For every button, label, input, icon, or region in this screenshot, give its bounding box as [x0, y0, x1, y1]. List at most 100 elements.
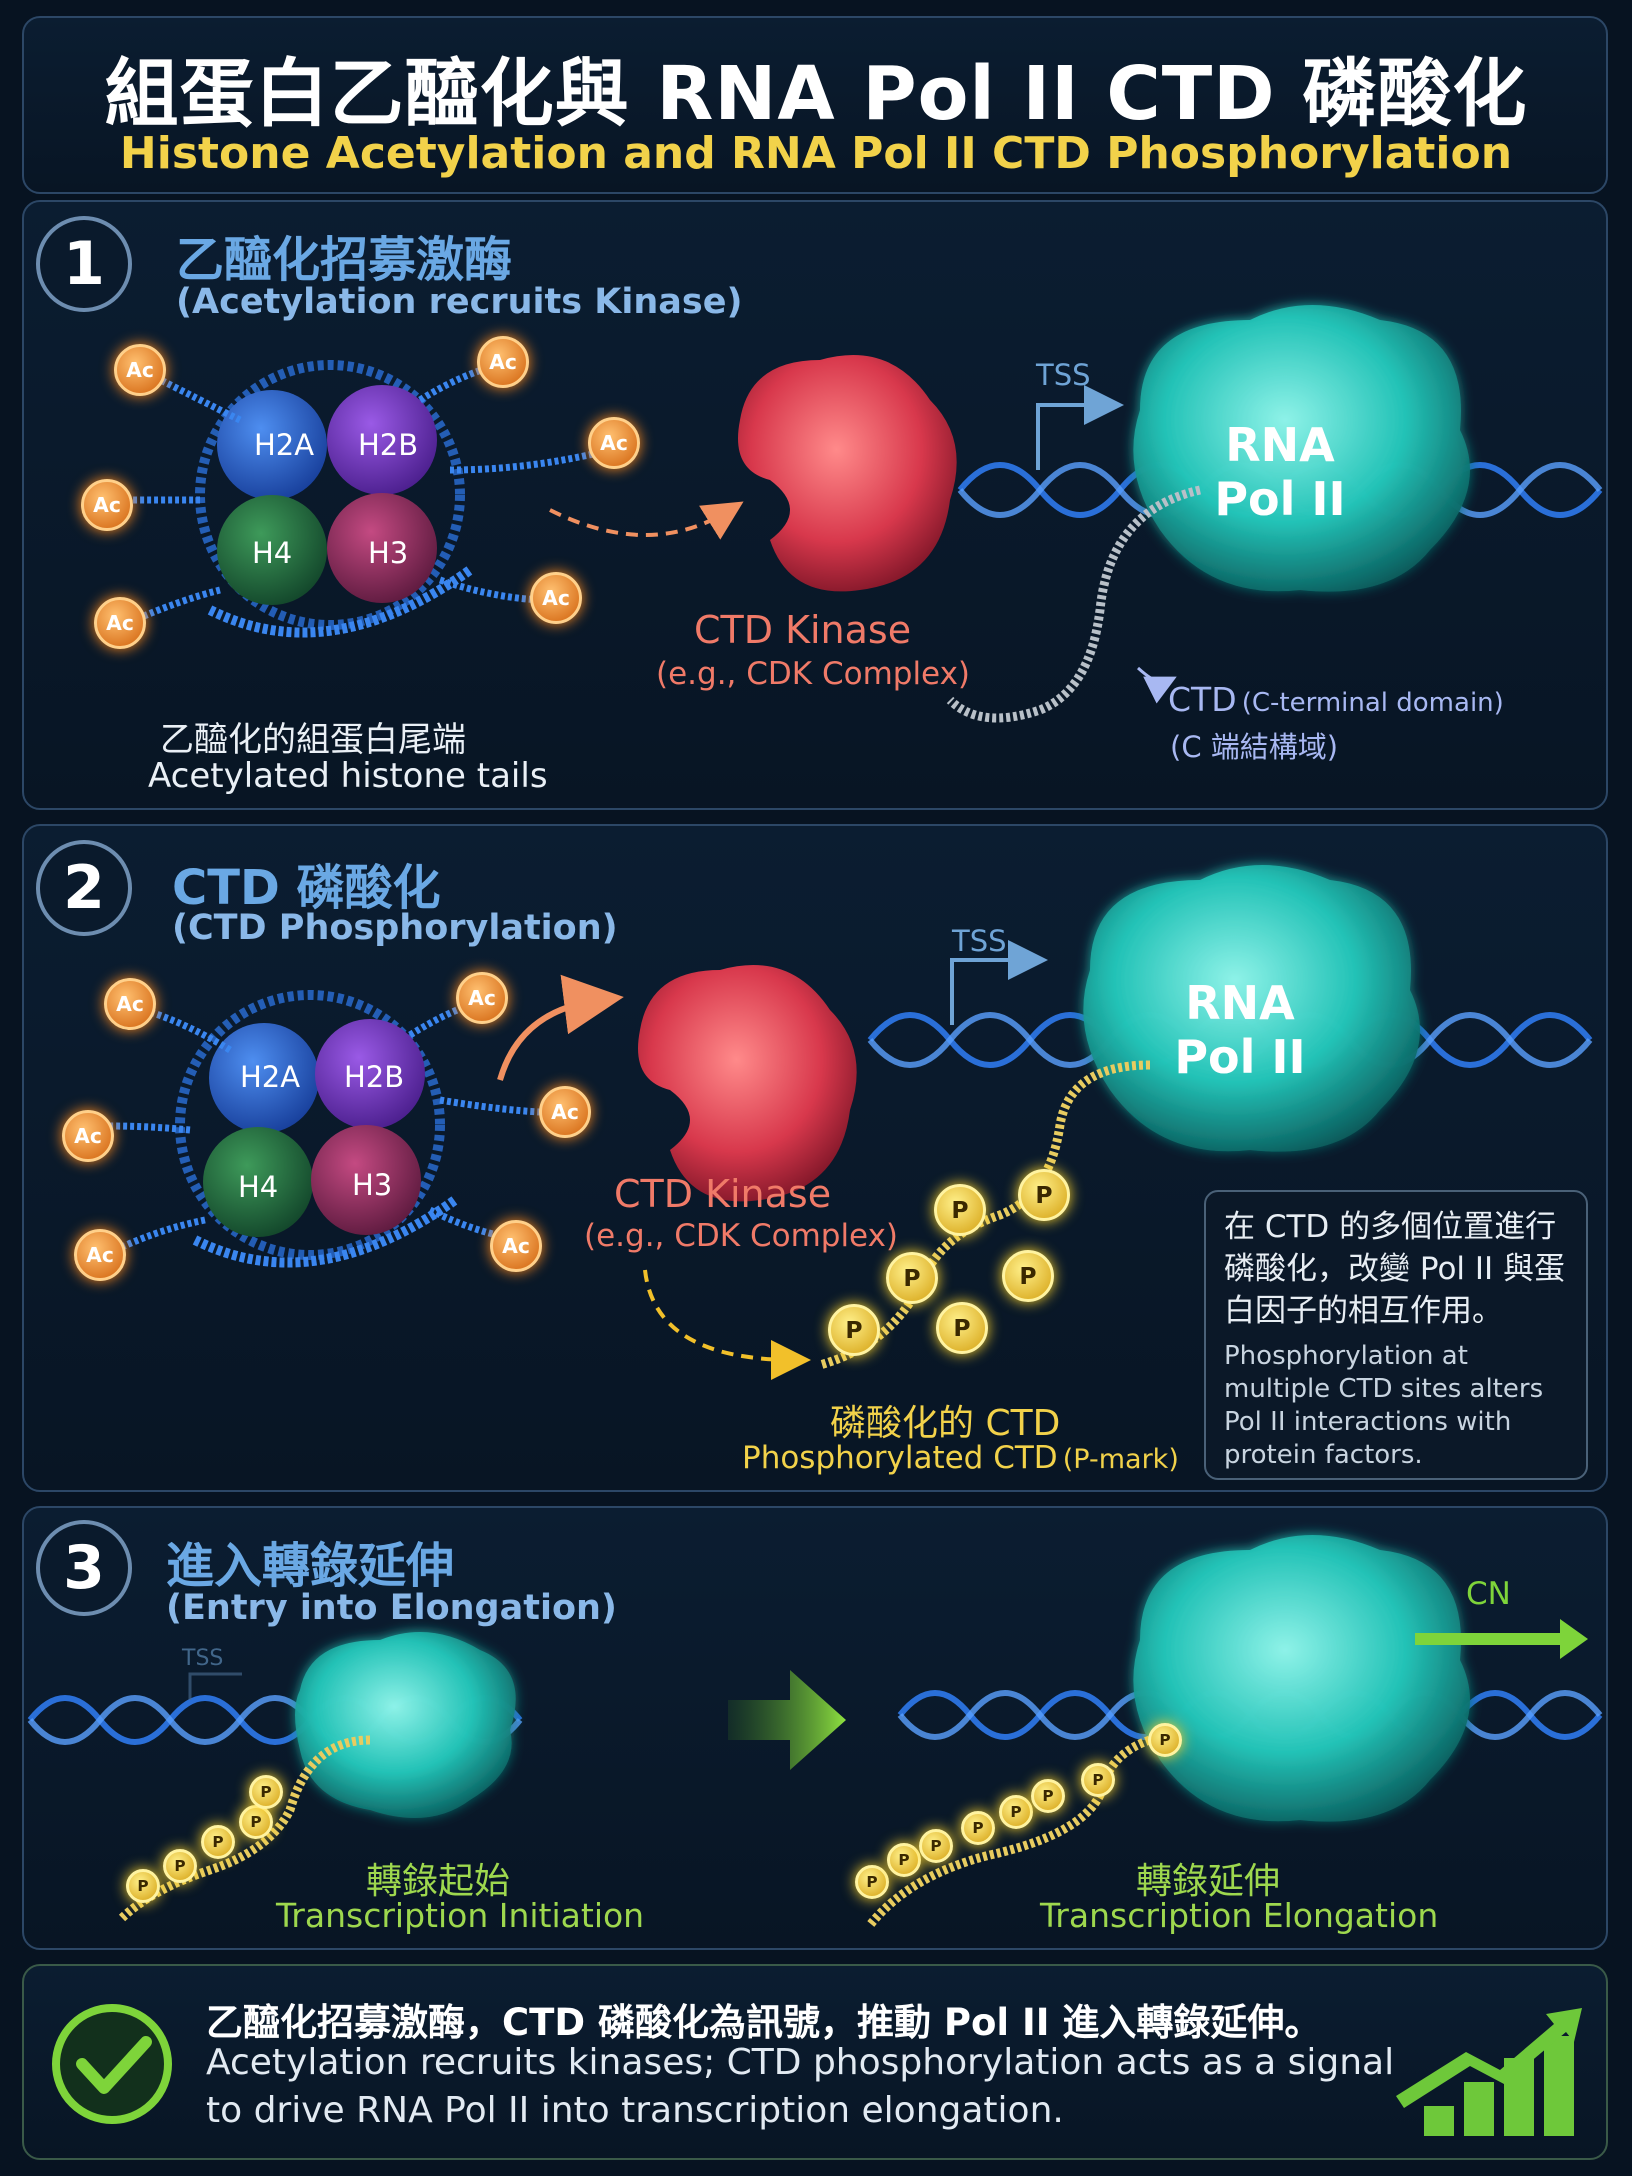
step2-tss-label: TSS	[952, 924, 1007, 958]
ctd-tail-elongation	[866, 1730, 1171, 1928]
step2-title: CTD 磷酸化	[172, 860, 441, 916]
step2-info-box: 在 CTD 的多個位置進行磷酸化，改變 Pol II 與蛋白因子的相互作用。 P…	[1204, 1190, 1588, 1480]
phospho-badge-2: P	[1018, 1169, 1070, 1221]
label-h2a: H2A	[254, 428, 315, 462]
step2-phospho-label-en: Phosphorylated CTD (P-mark)	[742, 1440, 1179, 1476]
step2-number: 2	[36, 840, 132, 936]
step1-ctd-desc: (C-terminal domain)	[1241, 688, 1504, 718]
ctd-kinase-step2	[638, 965, 857, 1202]
recruit-arrow-step1	[549, 501, 744, 540]
tss-arrow-step2	[950, 940, 1048, 1025]
summary-en-line1: Acetylation recruits kinases; CTD phosph…	[206, 2042, 1395, 2083]
step3-subtitle: (Entry into Elongation)	[166, 1588, 617, 1628]
step2-info-en: Phosphorylation at multiple CTD sites al…	[1224, 1341, 1544, 1470]
phospho-badge-12: P	[855, 1865, 889, 1899]
rna-pol2-step1	[1133, 305, 1470, 592]
label-h2b: H2B	[358, 428, 419, 462]
step3-title: 進入轉錄延伸	[166, 1538, 455, 1594]
ac-badge-4: Ac	[81, 479, 133, 531]
phospho-badge-1: P	[934, 1184, 986, 1236]
ac-badge-1: Ac	[114, 344, 166, 396]
phospho-badge-5: P	[828, 1304, 880, 1356]
growth-chart-icon	[1396, 2008, 1582, 2136]
phospho-badge-3: P	[886, 1252, 938, 1304]
ac-badge-7: Ac	[104, 978, 156, 1030]
ctd-kinase-step1	[738, 355, 957, 592]
phospho-badge-8: P	[163, 1849, 197, 1883]
step1-kinase-example: (e.g., CDK Complex)	[656, 656, 971, 692]
step3-number: 3	[36, 1520, 132, 1616]
step3-direction-label: CN	[1466, 1576, 1511, 1612]
elongation-label-en: Transcription Elongation	[1040, 1896, 1439, 1935]
step1-pol2-pol: Pol II	[1214, 472, 1346, 526]
ctd-tail-step1	[946, 485, 1201, 723]
phospho-badge-14: P	[919, 1829, 953, 1863]
phospho-badge-18: P	[1081, 1763, 1115, 1797]
ac-badge-6: Ac	[94, 597, 146, 649]
step1-kinase-label: CTD Kinase	[694, 608, 912, 652]
phospho-badge-15: P	[961, 1811, 995, 1845]
direction-arrow-step3	[1415, 1619, 1588, 1659]
summary-en-line2: to drive RNA Pol II into transcription e…	[206, 2090, 1064, 2131]
title-panel	[22, 16, 1608, 194]
ctd-pointer-arrow	[1136, 666, 1177, 704]
ac-badge-8: Ac	[456, 972, 508, 1024]
nucleosome-step2	[175, 990, 458, 1268]
step2-phospho-en-text: Phosphorylated CTD	[742, 1440, 1058, 1476]
step2-phospho-mark: (P-mark)	[1062, 1444, 1179, 1475]
label-h4-2: H4	[238, 1170, 279, 1204]
initiation-label-zh: 轉錄起始	[366, 1861, 511, 1902]
step1-ctd-label: CTD (C-terminal domain)	[1168, 680, 1504, 719]
step1-ctd-name: CTD	[1168, 680, 1237, 719]
phospho-badge-6: P	[936, 1302, 988, 1354]
step1-subtitle: (Acetylation recruits Kinase)	[176, 282, 743, 322]
phospho-badge-17: P	[1031, 1779, 1065, 1813]
step1-ctd-zh: (C 端結構域)	[1170, 730, 1339, 764]
phospho-badge-9: P	[201, 1825, 235, 1859]
ac-badge-12: Ac	[74, 1229, 126, 1281]
check-icon	[52, 2004, 172, 2124]
step1-tails-label-zh: 乙醯化的組蛋白尾端	[160, 720, 466, 760]
label-h2b-2: H2B	[344, 1060, 405, 1094]
phospho-badge-13: P	[887, 1843, 921, 1877]
page-title: 組蛋白乙醯化與 RNA Pol II CTD 磷酸化	[104, 51, 1528, 137]
phospho-badge-19: P	[1148, 1723, 1182, 1757]
ctd-tail-step2	[818, 1060, 1151, 1370]
step2-pol2-rna: RNA	[1185, 976, 1295, 1030]
tss-arrow-step3-faded	[188, 1672, 242, 1700]
ac-badge-9: Ac	[539, 1086, 591, 1138]
step2-pol2-label: RNA Pol II	[1170, 976, 1310, 1084]
step2-info-zh: 在 CTD 的多個位置進行磷酸化，改變 Pol II 與蛋白因子的相互作用。	[1224, 1209, 1566, 1329]
page-subtitle: Histone Acetylation and RNA Pol II CTD P…	[119, 128, 1513, 179]
step1-number: 1	[36, 216, 132, 312]
histone-tails-step2	[103, 998, 541, 1259]
label-h2a-2: H2A	[240, 1060, 301, 1094]
rna-pol2-initiation	[295, 1632, 516, 1818]
phospho-arrow-step2	[643, 1269, 811, 1380]
step2-pol2-pol: Pol II	[1174, 1030, 1306, 1084]
rna-pol2-step2	[1083, 865, 1420, 1152]
step1-tails-label-en: Acetylated histone tails	[148, 756, 548, 796]
initiation-label-en: Transcription Initiation	[276, 1896, 645, 1935]
elongation-label-zh: 轉錄延伸	[1136, 1861, 1281, 1902]
ac-badge-2: Ac	[477, 336, 529, 388]
label-h3-2: H3	[352, 1168, 393, 1202]
phospho-badge-10: P	[239, 1805, 273, 1839]
step2-phospho-label-zh: 磷酸化的 CTD	[830, 1403, 1061, 1444]
step2-kinase-example: (e.g., CDK Complex)	[584, 1218, 899, 1254]
label-h4: H4	[252, 536, 293, 570]
summary-zh: 乙醯化招募激酶，CTD 磷酸化為訊號，推動 Pol II 進入轉錄延伸。	[206, 2001, 1322, 2044]
step2-kinase-label: CTD Kinase	[614, 1172, 832, 1216]
ac-badge-11: Ac	[490, 1220, 542, 1272]
step1-tss-label: TSS	[1036, 358, 1091, 392]
step2-subtitle: (CTD Phosphorylation)	[172, 908, 618, 948]
label-h3: H3	[368, 536, 409, 570]
step1-title: 乙醯化招募激酶	[176, 232, 513, 288]
transition-arrow	[728, 1670, 846, 1770]
ac-badge-5: Ac	[530, 572, 582, 624]
step1-pol2-rna: RNA	[1225, 418, 1335, 472]
tss-arrow-step1	[1036, 385, 1124, 470]
ac-badge-3: Ac	[588, 417, 640, 469]
phospho-badge-16: P	[999, 1795, 1033, 1829]
